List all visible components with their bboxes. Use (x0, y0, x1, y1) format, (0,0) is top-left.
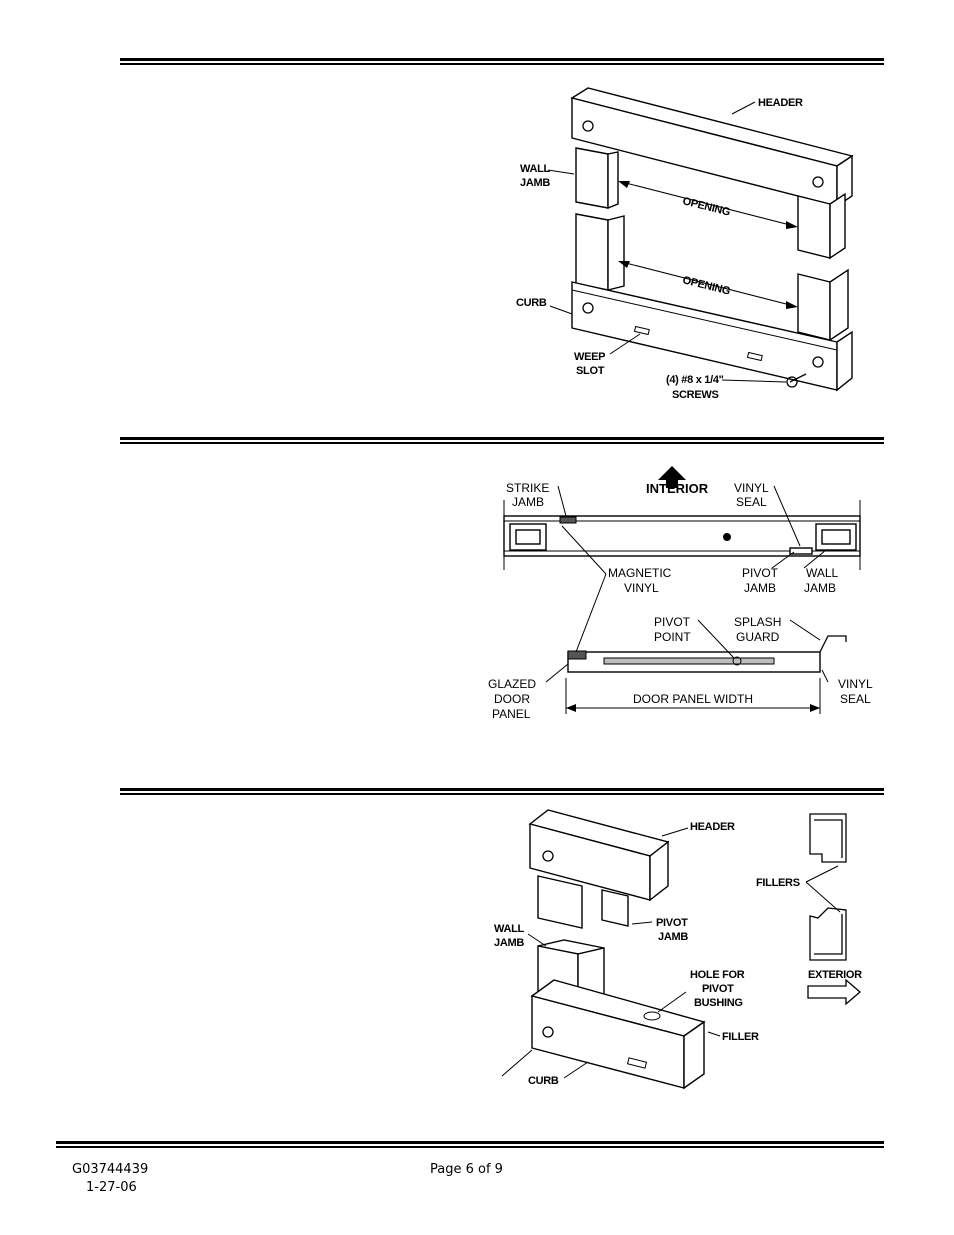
section-rule-1 (120, 58, 884, 65)
label-hole-3: BUSHING (694, 997, 743, 1009)
label-curb: CURB (516, 297, 547, 309)
label-glazed-2: DOOR (494, 692, 530, 706)
label-fillers: FILLERS (756, 877, 800, 889)
label-pivot-point-1: PIVOT (654, 615, 691, 629)
label-pivot-jamb-2: JAMB (658, 931, 688, 943)
label-exterior: EXTERIOR (808, 969, 862, 981)
label-strike-1: STRIKE (506, 481, 549, 495)
label-wall-jamb-2: JAMB (494, 937, 524, 949)
label-glazed-3: PANEL (492, 707, 531, 721)
frame-assembly-diagram: HEADER WALL JAMB OPENING OPENING CURB WE… (516, 87, 854, 401)
label-pivot-point-2: POINT (654, 630, 691, 644)
doc-date: 1-27-06 (86, 1180, 137, 1195)
label-weep-2: SLOT (576, 365, 605, 377)
page-number: Page 6 of 9 (430, 1162, 503, 1177)
label-header: HEADER (690, 821, 735, 833)
label-magnetic-2: VINYL (624, 581, 659, 595)
filler-detail-diagram: HEADER WALL JAMB PIVOT JAMB HOLE FOR PIV… (494, 809, 862, 1090)
label-curb: CURB (528, 1075, 559, 1087)
label-hole-1: HOLE FOR (690, 969, 745, 981)
door-plan-diagram: INTERIOR STRIKE JAMB VINYL SEAL MAGNETIC… (488, 466, 873, 721)
label-magnetic-1: MAGNETIC (608, 566, 672, 580)
label-opening-bottom: OPENING (681, 274, 731, 297)
label-pivot-jamb-1: PIVOT (742, 566, 779, 580)
label-strike-2: JAMB (512, 495, 544, 509)
label-interior: INTERIOR (646, 481, 709, 496)
label-splash-2: GUARD (736, 630, 780, 644)
label-vinyl-seal-bottom-1: VINYL (838, 677, 873, 691)
label-wall-jamb-1: WALL (520, 163, 551, 175)
label-pivot-jamb-1: PIVOT (656, 917, 688, 929)
footer-rule (56, 1141, 884, 1148)
label-vinyl-seal-top-1: VINYL (734, 481, 769, 495)
label-opening-top: OPENING (681, 195, 731, 218)
section-rule-3 (120, 788, 884, 795)
label-glazed-1: GLAZED (488, 677, 536, 691)
label-wall-jamb-2: JAMB (804, 581, 836, 595)
label-wall-jamb-2: JAMB (520, 177, 550, 189)
label-filler: FILLER (722, 1031, 759, 1043)
section-rule-2 (120, 437, 884, 444)
label-splash-1: SPLASH (734, 615, 781, 629)
label-wall-jamb-1: WALL (494, 923, 525, 935)
label-weep-1: WEEP (574, 351, 605, 363)
label-door-width: DOOR PANEL WIDTH (633, 692, 753, 706)
label-pivot-jamb-2: JAMB (744, 581, 776, 595)
label-screws-1: (4) #8 x 1/4" (666, 374, 724, 386)
label-screws-2: SCREWS (672, 389, 718, 401)
label-vinyl-seal-top-2: SEAL (736, 495, 767, 509)
label-wall-jamb-1: WALL (806, 566, 839, 580)
label-vinyl-seal-bottom-2: SEAL (840, 692, 871, 706)
label-header: HEADER (758, 97, 803, 109)
label-hole-2: PIVOT (702, 983, 734, 995)
doc-number: G03744439 (72, 1162, 149, 1177)
